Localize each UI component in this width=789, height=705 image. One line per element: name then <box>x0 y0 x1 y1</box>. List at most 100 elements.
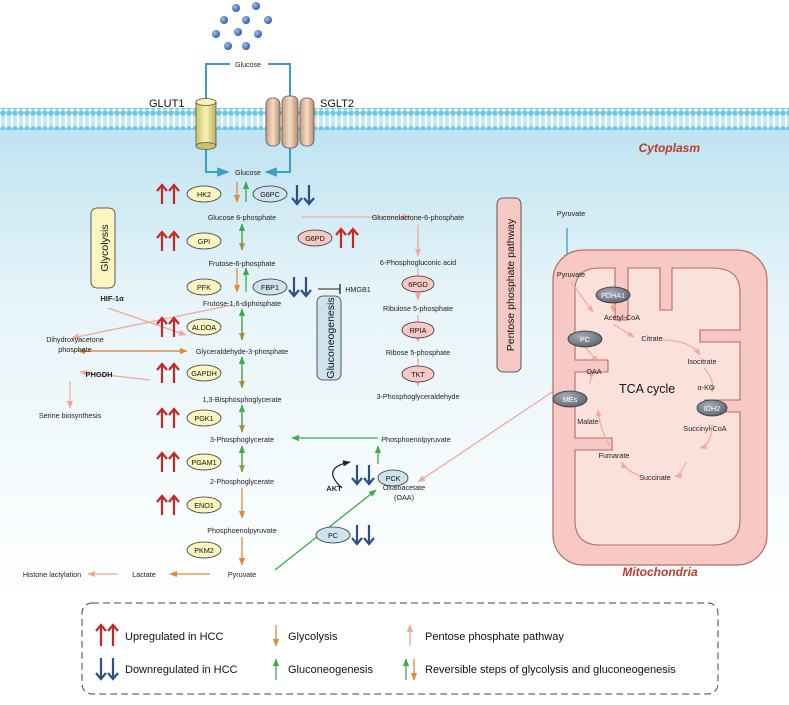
metabolite-dhap-2: phosphate <box>58 345 92 354</box>
glucose-intracellular: Glucose <box>235 170 261 177</box>
enzyme-tkt <box>401 365 435 383</box>
metabolite-akg: α-KG <box>698 383 715 392</box>
hif1a-label: HIF-1α <box>100 294 124 303</box>
cytoplasm-label: Cytoplasm <box>639 141 701 155</box>
metabolite-malate: Malate <box>577 417 599 426</box>
serine-biosynthesis: Serine biosynthesis <box>39 411 102 420</box>
enzyme-pfk <box>186 278 222 296</box>
ppp-label: Pentose phosphate pathway <box>505 218 517 351</box>
tca-cycle-label: TCA cycle <box>619 382 675 396</box>
legend-down-text: Downregulated in HCC <box>125 664 238 676</box>
enzyme-eno1 <box>186 496 222 514</box>
cell-membrane <box>0 108 789 130</box>
enzyme-6pgd-label: 6PGD <box>408 280 428 289</box>
mito-enzymes <box>552 286 728 417</box>
enzyme-pc-label: PC <box>328 531 338 540</box>
sglt2-label: SGLT2 <box>320 98 354 110</box>
enzyme-rpia-label: RPIA <box>410 326 427 335</box>
enzyme-mes-label: MEs <box>563 395 578 404</box>
metabolite-pyruvate: Pyruvate <box>228 570 256 579</box>
mitochondrion <box>552 249 768 566</box>
enzyme-pgk1-label: PGK1 <box>194 414 213 423</box>
enzyme-gapdh-label: GAPDH <box>191 369 217 378</box>
enzyme-pgam1 <box>186 453 222 471</box>
metabolite-3pg: 3-Phosphoglycerate <box>210 435 274 444</box>
metabolite-oaa: Oxaloacetate <box>383 483 425 492</box>
enzyme-idh2 <box>696 399 728 417</box>
legend-reversible-text: Reversible steps of glycolysis and gluco… <box>425 664 676 676</box>
metabolite-r5p: Ribose 5-phosphate <box>386 348 450 357</box>
gluconeogenesis-label: Gluconeogenesis <box>325 297 337 378</box>
enzyme-eno1-label: ENO1 <box>194 501 214 510</box>
metabolite-succinyl-coa: Succinyl-CoA <box>683 424 726 433</box>
enzyme-hk2 <box>186 185 222 203</box>
metabolite-6pga: 6-Phosphogluconic acid <box>380 258 456 267</box>
enzyme-pkm2-label: PKM2 <box>194 546 214 555</box>
glucose-extracellular: Glucose <box>235 62 261 69</box>
metabolite-f16bp: Frutose-1,6-diphosphate <box>203 299 281 308</box>
metabolite-g3p: Glyceraldehyde-3-phosphate <box>196 347 288 356</box>
legend: Upregulated in HCC Downregulated in HCC … <box>81 602 719 695</box>
enzyme-aldoa <box>186 318 222 336</box>
metabolite-lactate: Lactate <box>132 570 156 579</box>
metabolite-g3p-ppp: 3-Phosphoglyceraldehyde <box>376 392 459 401</box>
metabolite-oaa-mito: OAA <box>586 367 601 376</box>
enzyme-g6pd-label: G6PD <box>305 234 325 243</box>
metabolite-citrate: Citrate <box>641 334 662 343</box>
enzyme-6pgd <box>401 275 435 293</box>
enzyme-g6pc-label: G6PC <box>260 190 280 199</box>
metabolite-pep: Phosphoenolpyruvate <box>207 526 277 535</box>
enzyme-aldoa-label: ALDOA <box>192 323 217 332</box>
enzyme-pgam1-label: PGAM1 <box>191 458 216 467</box>
enzyme-tkt-label: TKT <box>411 370 425 379</box>
metabolite-ru5p: Ribulose 5-phosphate <box>383 304 453 313</box>
legend-up-icon <box>95 623 119 646</box>
metabolite-succinate: Succinate <box>639 473 671 482</box>
metabolite-dhap-1: Dihydroxyacetone <box>46 335 104 344</box>
enzyme-pkm2 <box>186 541 222 559</box>
hmgb1-label: HMGB1 <box>345 285 371 294</box>
legend-glycolysis-text: Glycolysis <box>288 631 338 643</box>
enzyme-idh2-label: IDH2 <box>704 404 720 413</box>
mitochondria-label: Mitochondria <box>622 565 698 579</box>
enzyme-pdha1 <box>595 286 631 304</box>
legend-down-icon <box>95 658 119 681</box>
glut1-label: GLUT1 <box>149 98 184 110</box>
histone-lactylation: Histone lactylation <box>23 570 81 579</box>
metabolite-pep-gng: Phosphoenolpyruvate <box>381 435 451 444</box>
enzyme-gapdh <box>186 364 222 382</box>
enzyme-pck <box>377 469 409 487</box>
enzyme-pck-label: PCK <box>386 474 401 483</box>
legend-gng-text: Gluconeogenesis <box>288 664 374 676</box>
enzyme-fbp1 <box>252 278 288 296</box>
mito-pyruvate-in: Pyruvate <box>557 270 585 279</box>
glut1-transporter <box>195 98 217 150</box>
enzyme-pc <box>315 526 351 544</box>
metabolite-g6p: Glucose 6-phosphate <box>208 213 276 222</box>
enzyme-pc-mito-label: PC <box>580 335 590 344</box>
enzyme-rpia <box>401 321 435 339</box>
enzyme-gpi <box>186 232 222 250</box>
gluconeogenesis-label-box: Gluconeogenesis <box>316 295 342 381</box>
glycolysis-label: Glycolysis <box>99 224 111 271</box>
enzyme-g6pd <box>297 229 333 247</box>
metabolite-acetyl-coa: Acetyl-CoA <box>604 313 640 322</box>
metabolite-gl6p: Gluconolactone-6-phosphate <box>372 213 464 222</box>
legend-ppp-text: Pentose phosphate pathway <box>425 631 564 643</box>
akt-label: AKT <box>326 484 342 493</box>
glucose-particles <box>212 2 272 50</box>
enzyme-pc-mito <box>567 330 603 348</box>
enzyme-pdha1-label: PDHA1 <box>601 291 625 300</box>
metabolite-isocitrate: Isocitrate <box>687 357 716 366</box>
enzyme-mes <box>552 390 588 408</box>
metabolite-13bpg: 1,3-Bisphosphoglycerate <box>202 395 281 404</box>
metabolite-fumarate: Fumarate <box>599 451 630 460</box>
metabolite-2pg: 2-Phosphoglycerate <box>210 477 274 486</box>
enzyme-fbp1-label: FBP1 <box>261 283 279 292</box>
glycolysis-label-box: Glycolysis <box>90 207 116 289</box>
enzyme-pfk-label: PFK <box>197 283 211 292</box>
enzyme-pgk1 <box>186 409 222 427</box>
ppp-label-box: Pentose phosphate pathway <box>496 197 522 373</box>
